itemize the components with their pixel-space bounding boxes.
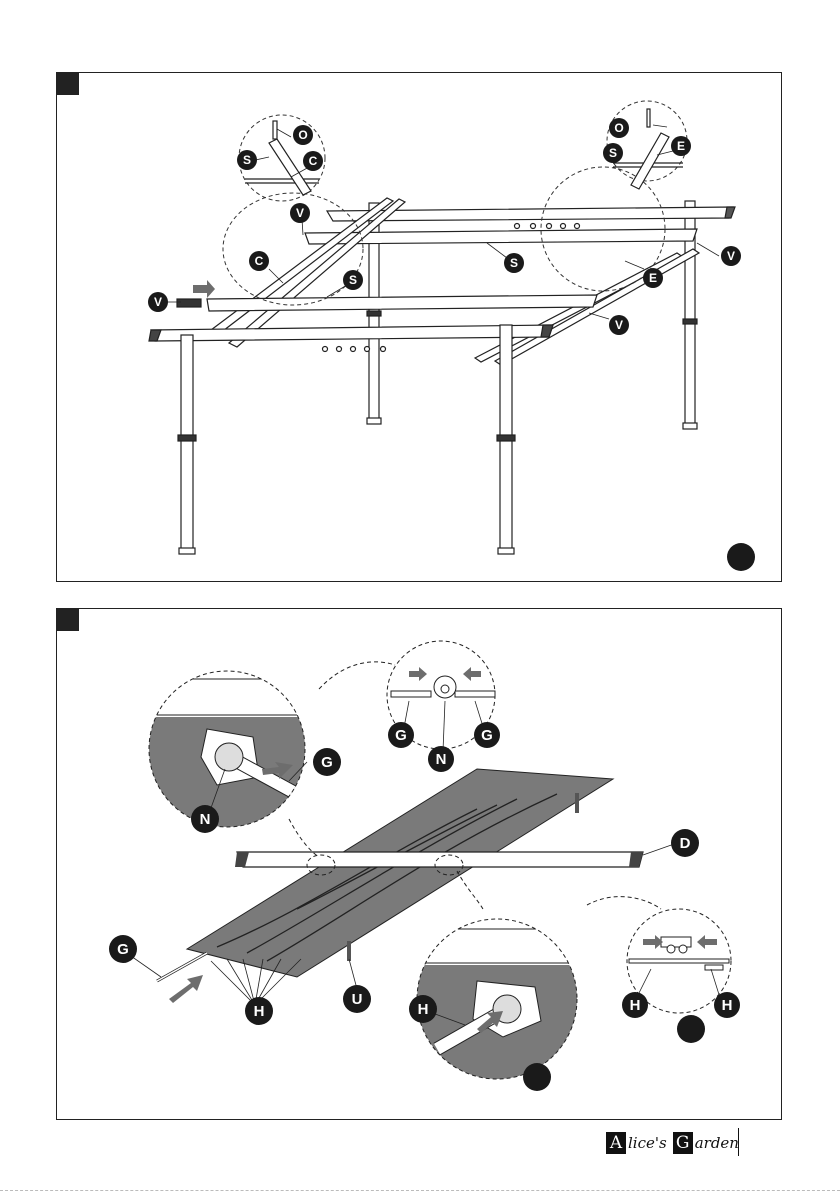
label-g: G	[321, 754, 333, 771]
label-o: O	[298, 128, 307, 142]
logo-initial-a: A	[606, 1132, 626, 1154]
label-h: H	[418, 1001, 429, 1018]
label-n: N	[436, 751, 447, 768]
label-v: V	[615, 318, 623, 332]
label-s: S	[609, 146, 617, 160]
logo-text: arden	[695, 1134, 739, 1152]
page-edge-rule	[0, 1190, 840, 1191]
label-g: G	[395, 727, 407, 744]
label-h: H	[254, 1003, 265, 1020]
label-h: H	[722, 997, 733, 1014]
logo-text: lice's	[628, 1134, 667, 1152]
label-e: E	[677, 139, 685, 153]
label-n: N	[200, 811, 211, 828]
label-s: S	[243, 153, 251, 167]
label-g: G	[481, 727, 493, 744]
step-panel-frame: O S C V O S E C S V S V E V	[56, 72, 782, 582]
pergola-frame-diagram: O S C V O S E C S V S V E V	[57, 73, 781, 581]
label-v: V	[727, 249, 735, 263]
label-v: V	[154, 295, 162, 309]
label-e: E	[649, 271, 657, 285]
step-panel-fabric: G N G N G D G H U H H H	[56, 608, 782, 1120]
label-d: D	[680, 835, 691, 852]
label-c: C	[255, 254, 264, 268]
fabric-canopy-diagram: G N G N G D G H U H H H	[57, 609, 781, 1119]
label-s: S	[349, 273, 357, 287]
label-h: H	[630, 997, 641, 1014]
label-o: O	[614, 121, 623, 135]
logo-initial-g: G	[673, 1132, 693, 1154]
footer-divider	[738, 1128, 739, 1156]
label-u: U	[352, 991, 363, 1008]
brand-logo: A lice's G arden	[606, 1130, 743, 1156]
label-v: V	[296, 206, 304, 220]
label-c: C	[309, 154, 318, 168]
label-s: S	[510, 256, 518, 270]
label-g: G	[117, 941, 129, 958]
